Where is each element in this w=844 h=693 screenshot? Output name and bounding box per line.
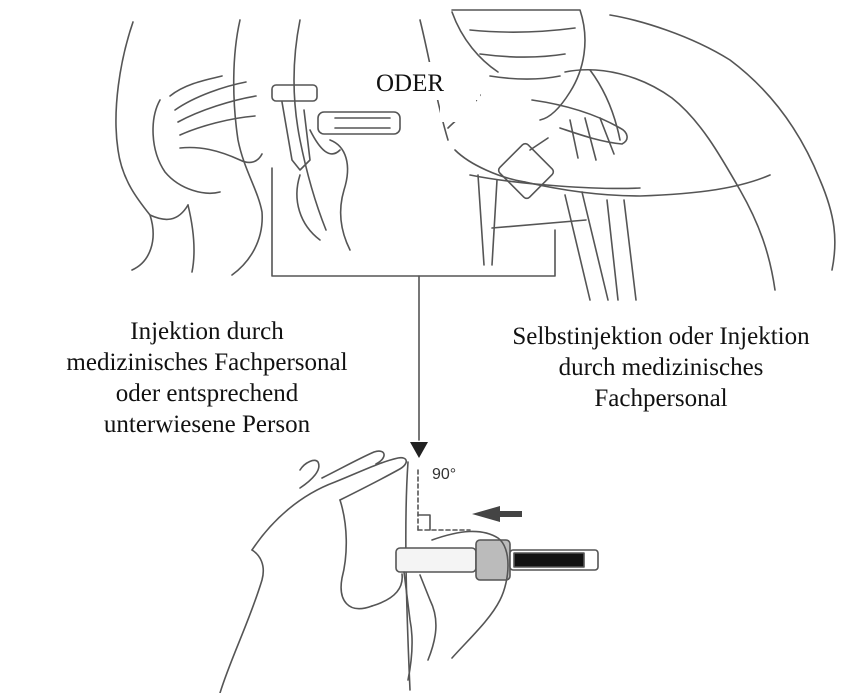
skin-line bbox=[406, 462, 410, 690]
panel-frame bbox=[272, 168, 555, 276]
caption-self-injection: Selbstinjektion oder Injektion durch med… bbox=[478, 321, 844, 414]
push-arrow-icon bbox=[472, 506, 522, 522]
caption-professional-injection: Injektion durch medizinisches Fachperson… bbox=[0, 316, 414, 440]
torso-injector-figure bbox=[272, 20, 448, 250]
oder-label: ODER bbox=[360, 68, 460, 99]
caption-line: Injektion durch bbox=[0, 316, 414, 347]
caption-line: durch medizinisches bbox=[478, 352, 844, 383]
hand-bottom bbox=[220, 451, 406, 693]
caption-line: Selbstinjektion oder Injektion bbox=[478, 321, 844, 352]
angle-label: 90° bbox=[432, 466, 456, 484]
down-arrow-icon bbox=[410, 442, 428, 458]
caption-line: unterwiesene Person bbox=[0, 409, 414, 440]
hand-left-panel bbox=[153, 76, 262, 193]
injector-bottom bbox=[396, 531, 598, 680]
caption-line: Fachpersonal bbox=[478, 383, 844, 414]
caption-line: oder entsprechend bbox=[0, 378, 414, 409]
caption-line: medizinisches Fachpersonal bbox=[0, 347, 414, 378]
seated-figure bbox=[448, 10, 835, 300]
